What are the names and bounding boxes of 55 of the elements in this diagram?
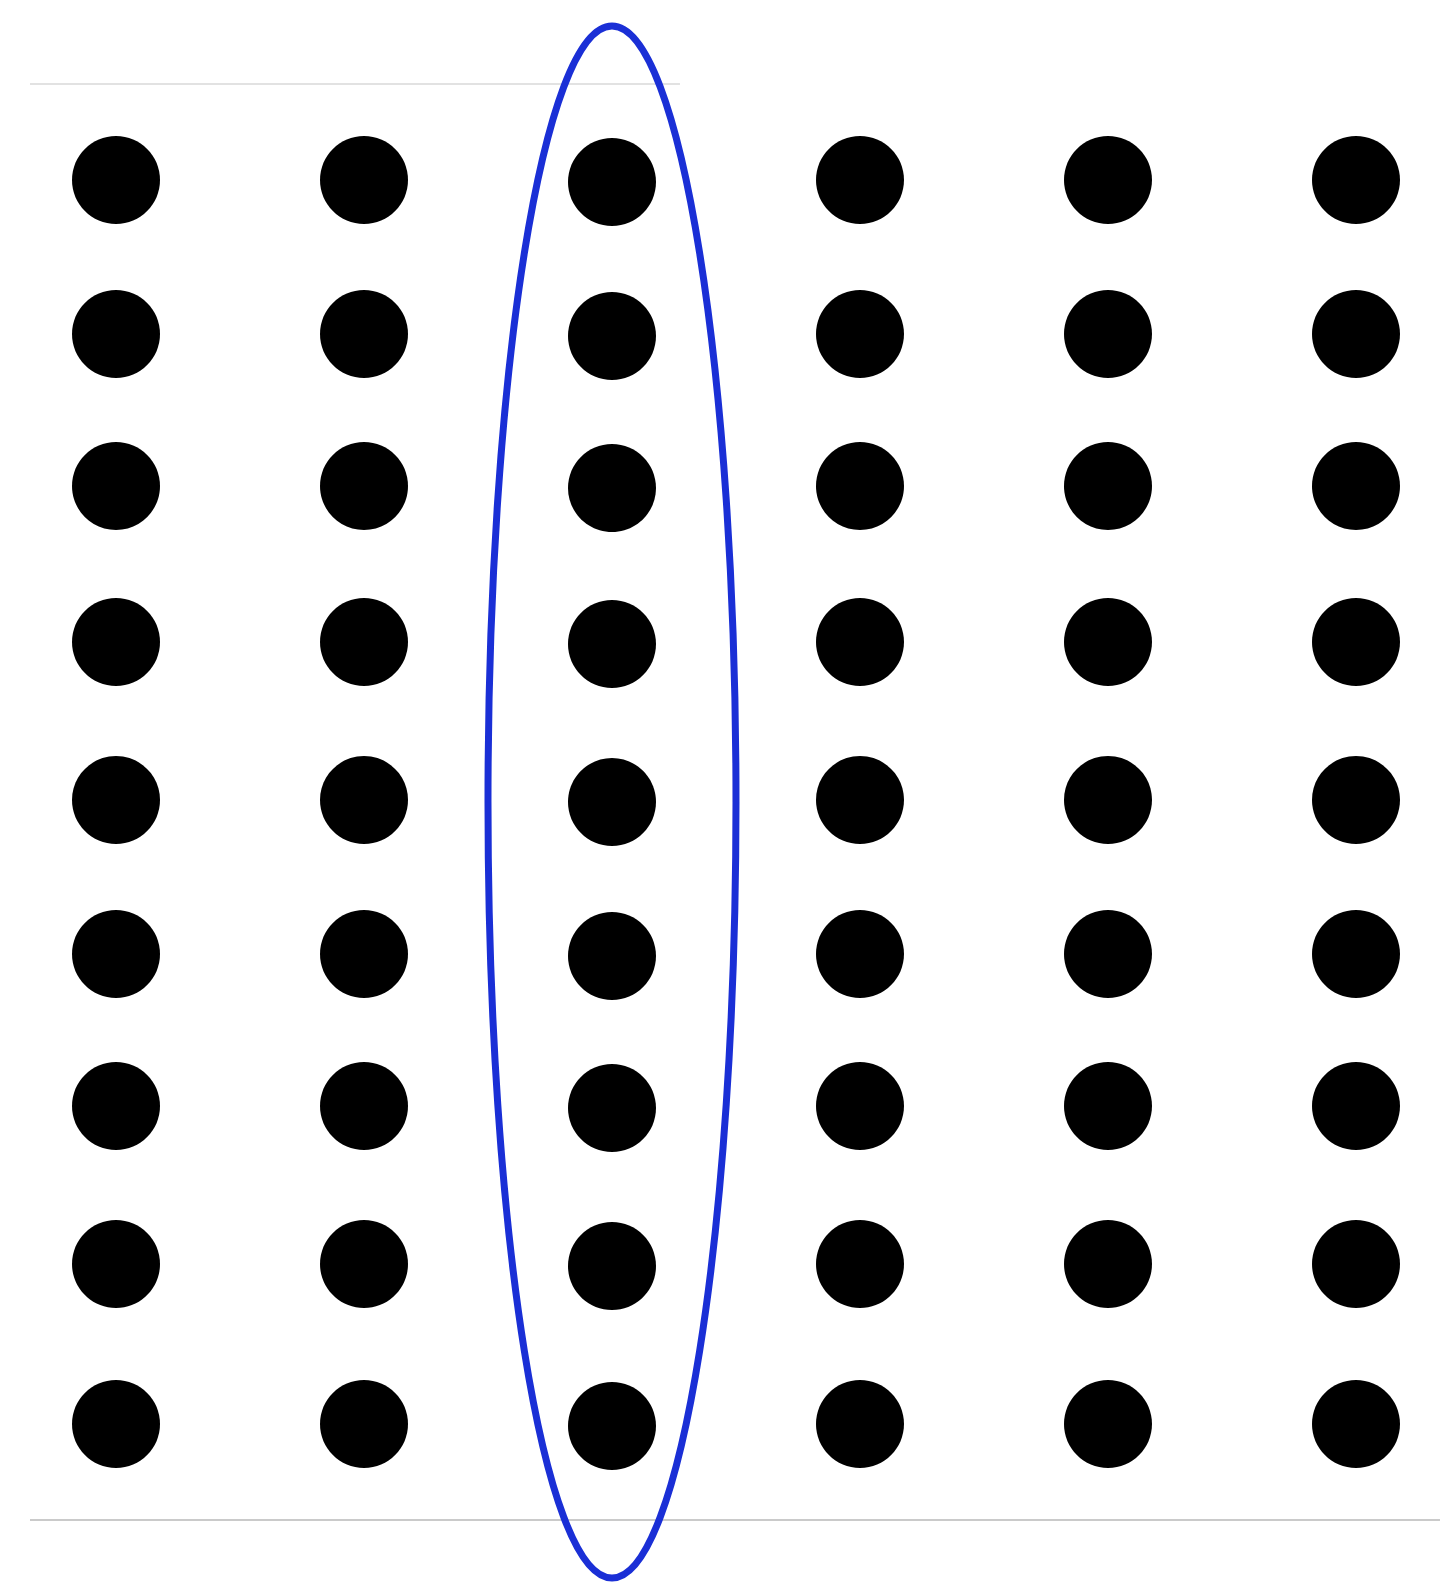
dot	[1312, 598, 1400, 686]
dot	[72, 136, 160, 224]
oval-outline	[484, 22, 740, 1582]
dot	[72, 756, 160, 844]
dot	[568, 444, 656, 532]
dot	[1064, 598, 1152, 686]
dot	[320, 1062, 408, 1150]
dot	[72, 1380, 160, 1468]
dot	[320, 910, 408, 998]
dot	[320, 442, 408, 530]
dot	[1064, 756, 1152, 844]
dot	[568, 1222, 656, 1310]
dot	[320, 1220, 408, 1308]
dot	[816, 1380, 904, 1468]
dot	[816, 910, 904, 998]
dot	[72, 442, 160, 530]
dot	[1312, 1220, 1400, 1308]
dot	[568, 138, 656, 226]
dot	[1064, 1380, 1152, 1468]
dot	[568, 1382, 656, 1470]
dot	[1312, 910, 1400, 998]
dot	[816, 290, 904, 378]
dot	[320, 598, 408, 686]
dot	[72, 598, 160, 686]
dot	[320, 136, 408, 224]
dot	[568, 1064, 656, 1152]
dot	[816, 598, 904, 686]
dot	[568, 292, 656, 380]
dot	[816, 756, 904, 844]
dot	[1064, 910, 1152, 998]
dot	[320, 1380, 408, 1468]
dot	[1312, 756, 1400, 844]
dot	[1312, 136, 1400, 224]
dot	[1064, 442, 1152, 530]
dot	[816, 1220, 904, 1308]
dot	[568, 912, 656, 1000]
dot	[1312, 1062, 1400, 1150]
dot	[816, 136, 904, 224]
dot	[72, 1220, 160, 1308]
dot	[320, 290, 408, 378]
dot	[1312, 290, 1400, 378]
dot	[568, 600, 656, 688]
dot	[1064, 290, 1152, 378]
dot	[816, 1062, 904, 1150]
dot	[72, 1062, 160, 1150]
dot	[1312, 1380, 1400, 1468]
dot	[72, 290, 160, 378]
dot	[72, 910, 160, 998]
dot	[816, 442, 904, 530]
dot	[1064, 1220, 1152, 1308]
dot	[568, 758, 656, 846]
dot	[1064, 136, 1152, 224]
dot	[1312, 442, 1400, 530]
dot	[320, 756, 408, 844]
dot	[1064, 1062, 1152, 1150]
